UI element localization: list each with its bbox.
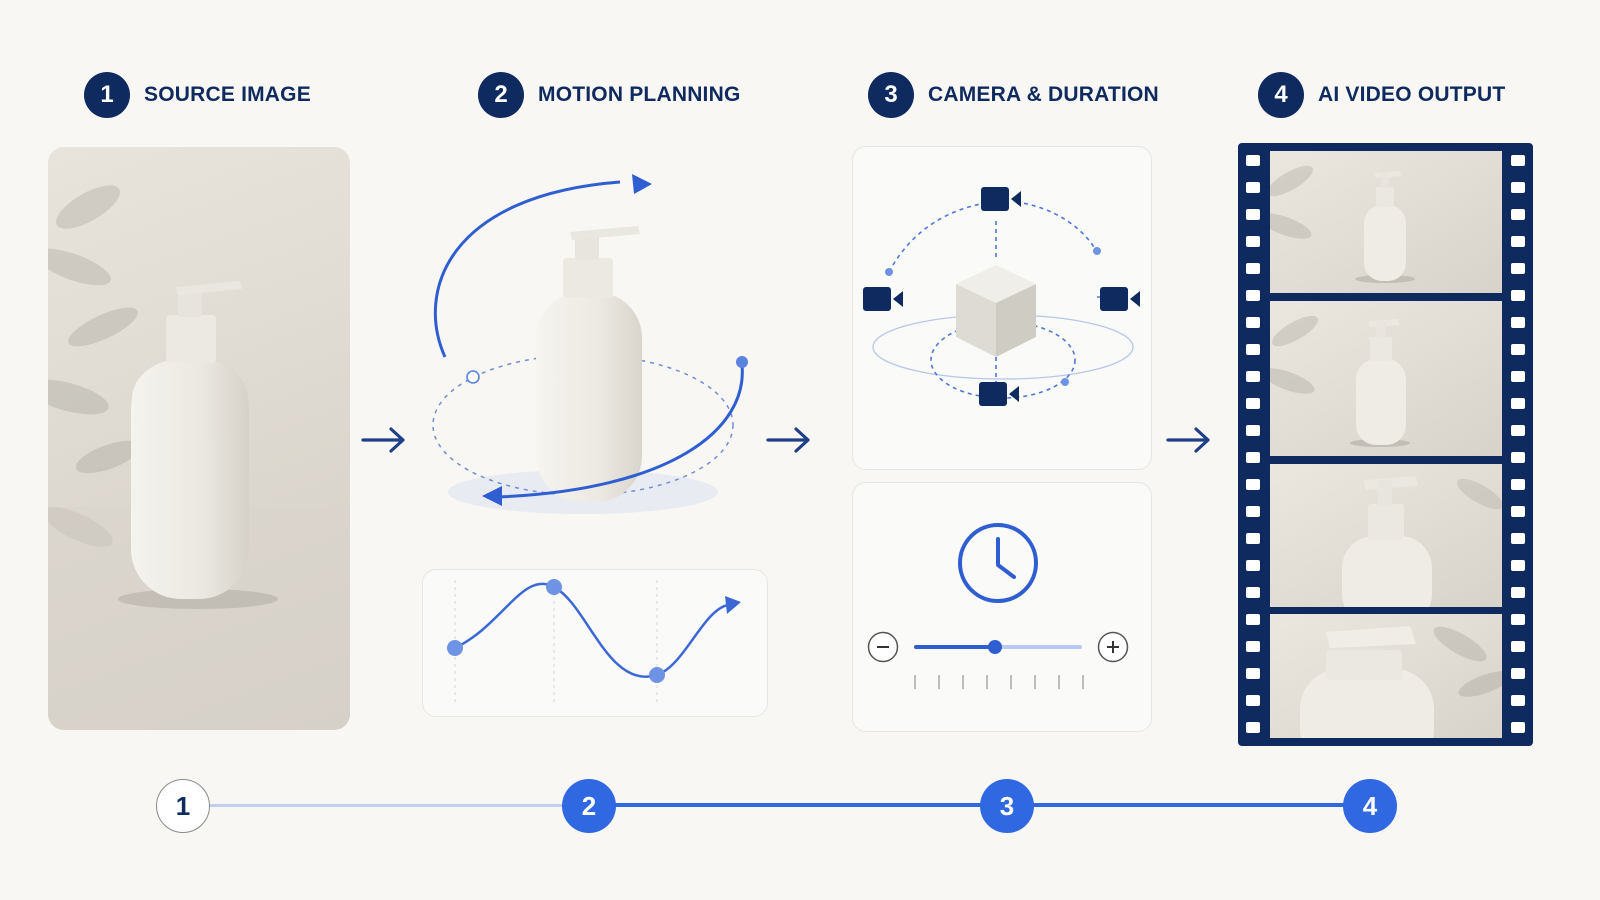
source-bottle-illustration [48, 185, 350, 730]
duration-slider-fill [914, 645, 994, 649]
motion-curve-graph [447, 579, 741, 705]
video-camera-icon-right [1100, 287, 1140, 311]
timeline-node-1[interactable]: 1 [156, 779, 210, 833]
plus-icon[interactable] [1097, 631, 1129, 663]
step-title-2: MOTION PLANNING [538, 83, 741, 106]
timeline-node-2[interactable]: 2 [562, 779, 616, 833]
video-frame-4 [1270, 614, 1502, 738]
timeline-track-inactive [210, 804, 590, 807]
clock-icon [958, 523, 1038, 603]
motion-orbit-illustration [432, 174, 748, 514]
video-camera-icon-top [981, 187, 1021, 211]
video-frame-1 [1270, 151, 1502, 293]
arrow-right-icon-3 [1166, 427, 1210, 453]
video-frame-2 [1270, 301, 1502, 456]
video-camera-icon-bottom [979, 382, 1019, 406]
step-title-3: CAMERA & DURATION [928, 83, 1159, 106]
duration-slider-handle[interactable] [988, 640, 1002, 654]
camera-orbit-card [852, 146, 1152, 470]
video-camera-icon-left [863, 287, 903, 311]
camera-orbit-illustration [863, 187, 1140, 406]
minus-icon[interactable] [867, 631, 899, 663]
step-badge-4: 4 [1258, 72, 1304, 118]
step-badge-3: 3 [868, 72, 914, 118]
motion-curve-card [422, 569, 768, 717]
video-frame-3 [1270, 464, 1502, 607]
duration-card [852, 482, 1152, 732]
step-header-2: 2 MOTION PLANNING [478, 72, 741, 118]
step-title-4: AI VIDEO OUTPUT [1318, 83, 1506, 106]
step-badge-1: 1 [84, 72, 130, 118]
arrow-right-icon-1 [361, 427, 405, 453]
step-header-4: 4 AI VIDEO OUTPUT [1258, 72, 1505, 118]
arrow-right-icon-2 [766, 427, 810, 453]
duration-ticks [914, 675, 1084, 689]
timeline-node-3[interactable]: 3 [980, 779, 1034, 833]
step-header-1: 1 SOURCE IMAGE [84, 72, 311, 118]
filmstrip-perforations [1246, 155, 1525, 733]
duration-slider[interactable] [914, 640, 1082, 654]
source-image-photo [48, 147, 350, 730]
timeline-node-4[interactable]: 4 [1343, 779, 1397, 833]
step-header-3: 3 CAMERA & DURATION [868, 72, 1159, 118]
step-title-1: SOURCE IMAGE [144, 83, 311, 106]
step-badge-2: 2 [478, 72, 524, 118]
leaf-shadow [48, 185, 141, 547]
